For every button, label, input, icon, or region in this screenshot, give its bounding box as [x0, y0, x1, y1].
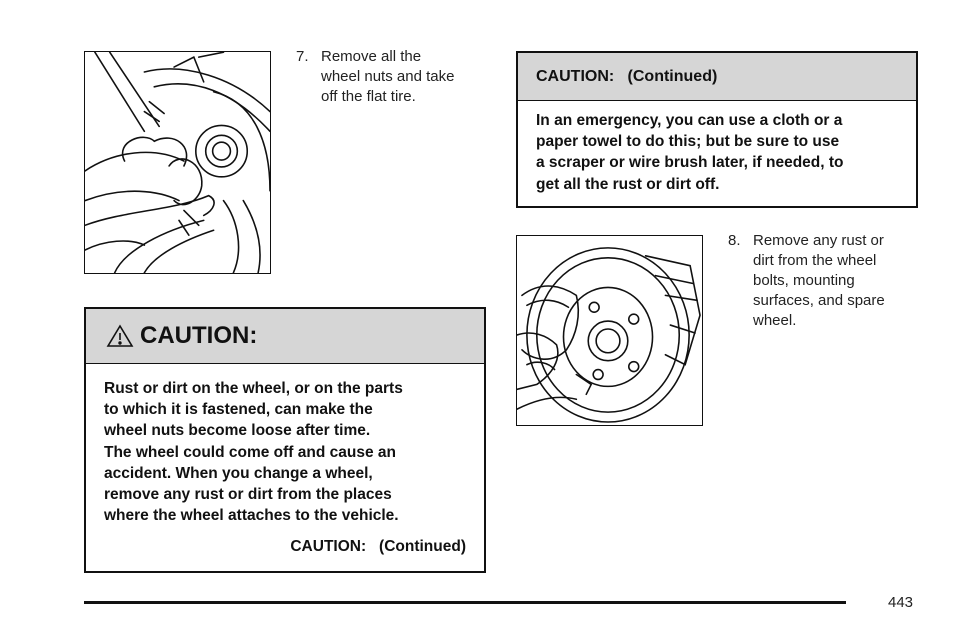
step-7: 7. Remove all the wheel nuts and take of… — [296, 47, 496, 107]
caution-line: Rust or dirt on the wheel, or on the par… — [104, 380, 403, 397]
step-line: wheel nuts and take — [321, 68, 455, 85]
caution-line: get all the rust or dirt off. — [536, 175, 720, 193]
caution-line: to which it is fastened, can make the — [104, 401, 373, 419]
step-number: 8. — [728, 232, 741, 249]
step-line: dirt from the wheel — [753, 252, 877, 269]
step-line: surfaces, and spare — [753, 292, 885, 309]
caution-box: CAUTION: Rust or dirt on the wheel, or o… — [84, 307, 486, 573]
hub-cleaning-illustration — [516, 235, 703, 426]
caution-continued-body: In an emergency, you can use a cloth or … — [518, 101, 916, 195]
caution-line: The wheel could come off and cause an — [104, 443, 396, 461]
page-number: 443 — [888, 594, 914, 611]
caution-heading: CAUTION: — [140, 322, 258, 349]
caution-continued-label: CAUTION: (Continued) — [290, 538, 466, 556]
step-line: Remove all the — [321, 48, 422, 65]
step-8: 8. Remove any rust or dirt from the whee… — [728, 231, 928, 331]
caution-header: CAUTION: — [86, 309, 484, 364]
warning-triangle-icon — [106, 324, 134, 348]
caution-line: accident. When you change a wheel, — [104, 464, 373, 482]
caution-line: wheel nuts become loose after time. — [104, 422, 371, 440]
step-line: wheel. — [753, 312, 797, 329]
caution-line: In an emergency, you can use a cloth or … — [536, 112, 843, 129]
caution-line: remove any rust or dirt from the places — [104, 486, 392, 504]
footer-rule — [84, 601, 846, 604]
caution-line: a scraper or wire brush later, if needed… — [536, 154, 844, 172]
step-line: Remove any rust or — [753, 232, 884, 249]
caution-line: where the wheel attaches to the vehicle. — [104, 507, 399, 525]
step-text: Remove all the wheel nuts and take off t… — [321, 47, 454, 107]
caution-continued-box: CAUTION: (Continued) In an emergency, yo… — [516, 51, 918, 208]
step-text: Remove any rust or dirt from the wheel b… — [753, 231, 885, 331]
step-number: 7. — [296, 48, 309, 65]
caution-body: Rust or dirt on the wheel, or on the par… — [86, 364, 484, 558]
caution-line: paper towel to do this; but be sure to u… — [536, 133, 840, 151]
caution-continued-header: CAUTION: (Continued) — [518, 53, 916, 101]
step-line: bolts, mounting — [753, 272, 855, 289]
step-line: off the flat tire. — [321, 88, 416, 105]
wheel-nut-illustration — [84, 51, 271, 274]
caution-continued-heading: CAUTION: (Continued) — [536, 67, 718, 85]
